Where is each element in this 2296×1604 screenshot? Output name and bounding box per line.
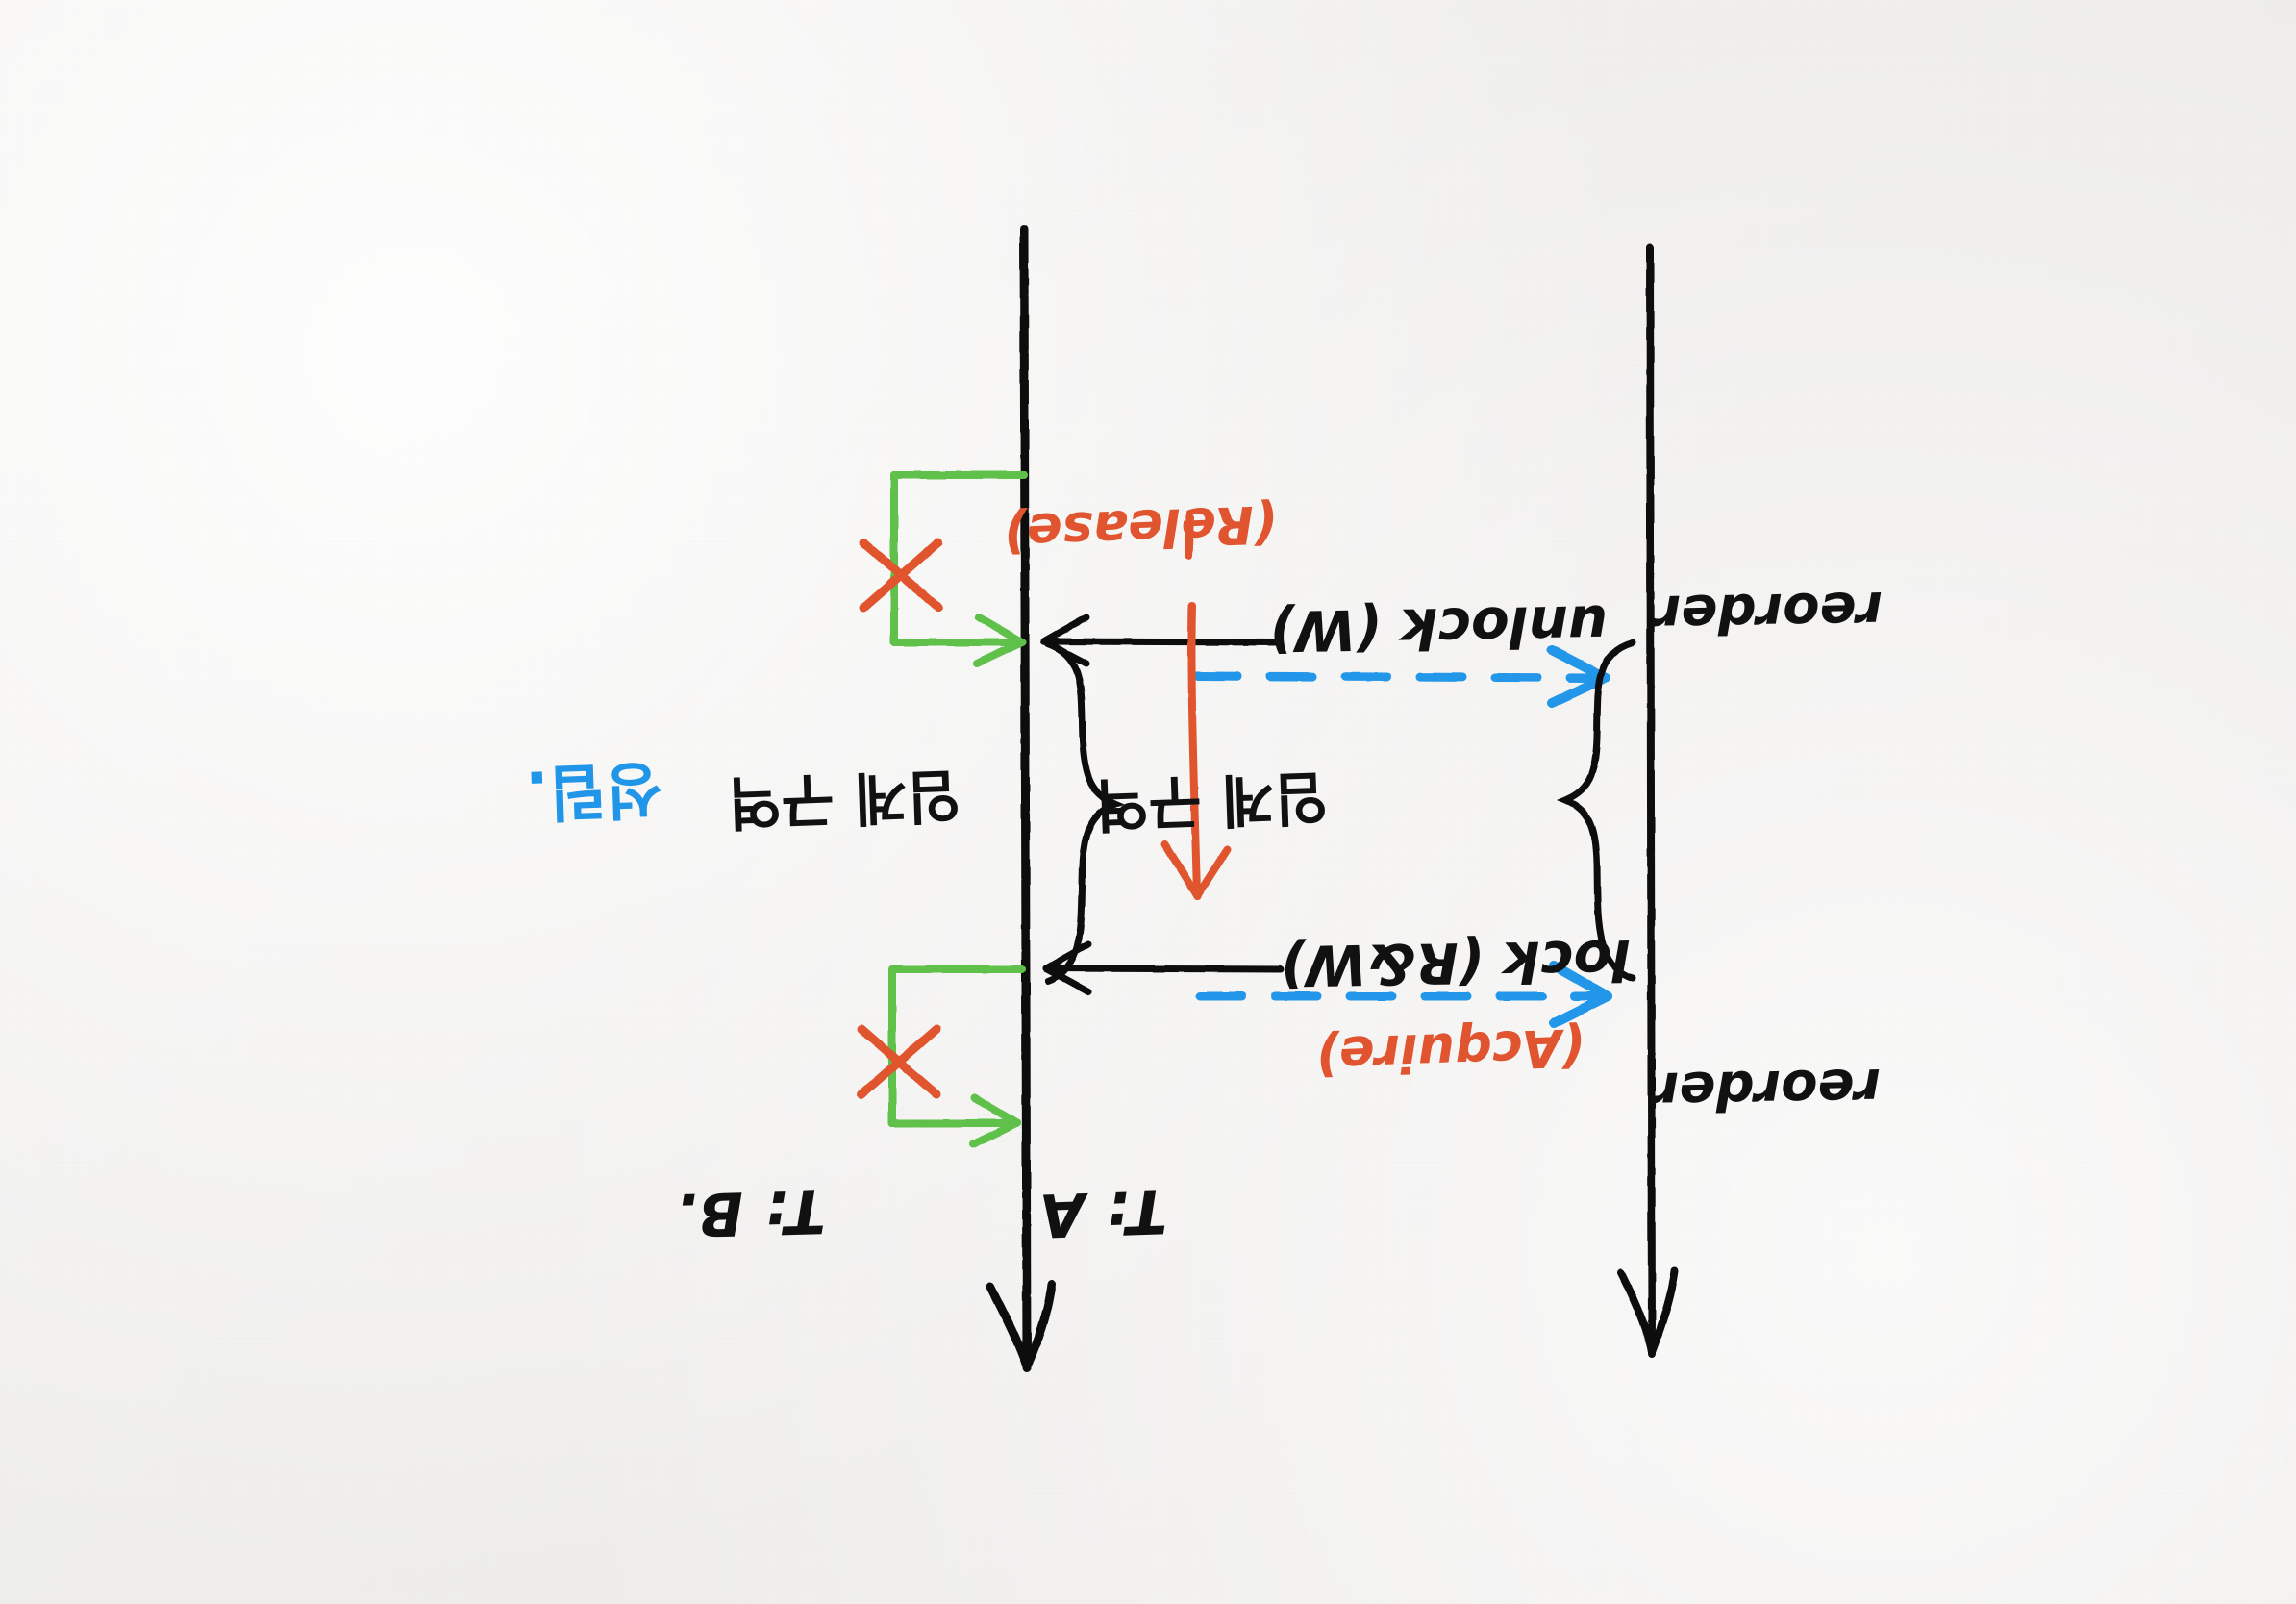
blue-conclusion-note: 성립. xyxy=(524,752,663,828)
critical-section-label-b: 임계 구역 xyxy=(727,761,961,836)
thread-b-timeline-axis xyxy=(986,224,1057,1373)
reorder-cross-lower xyxy=(857,1024,941,1099)
unlock-arrow xyxy=(1042,940,1285,995)
blue-dashed-arrow-upper xyxy=(1195,961,1612,1028)
unlock-operation-label: unlock (W) xyxy=(1268,592,1609,664)
reorder-bracket-lower xyxy=(888,965,1026,1148)
critical-section-label-a: 임계 구역 xyxy=(1094,763,1329,838)
reorder-label-lower: reorder xyxy=(1649,1056,1882,1122)
critical-section-brace-a xyxy=(1044,640,1125,985)
thread-a-label: T: A xyxy=(1037,1176,1168,1251)
release-to-acquire-arrow xyxy=(1161,514,1231,900)
release-annotation: (Release) xyxy=(1003,493,1279,564)
reorder-bracket-upper xyxy=(890,471,1028,667)
thread-b-label: T: B. xyxy=(675,1176,827,1250)
critical-section-brace-b xyxy=(1556,639,1636,982)
acquire-annotation: (Acquire) xyxy=(1314,1016,1585,1087)
reorder-label-upper: reorder xyxy=(1651,579,1884,645)
thread-a-timeline-axis xyxy=(1617,244,1679,1358)
reorder-cross-upper xyxy=(859,538,943,613)
lock-operation-label: lock (R&W) xyxy=(1280,927,1632,998)
